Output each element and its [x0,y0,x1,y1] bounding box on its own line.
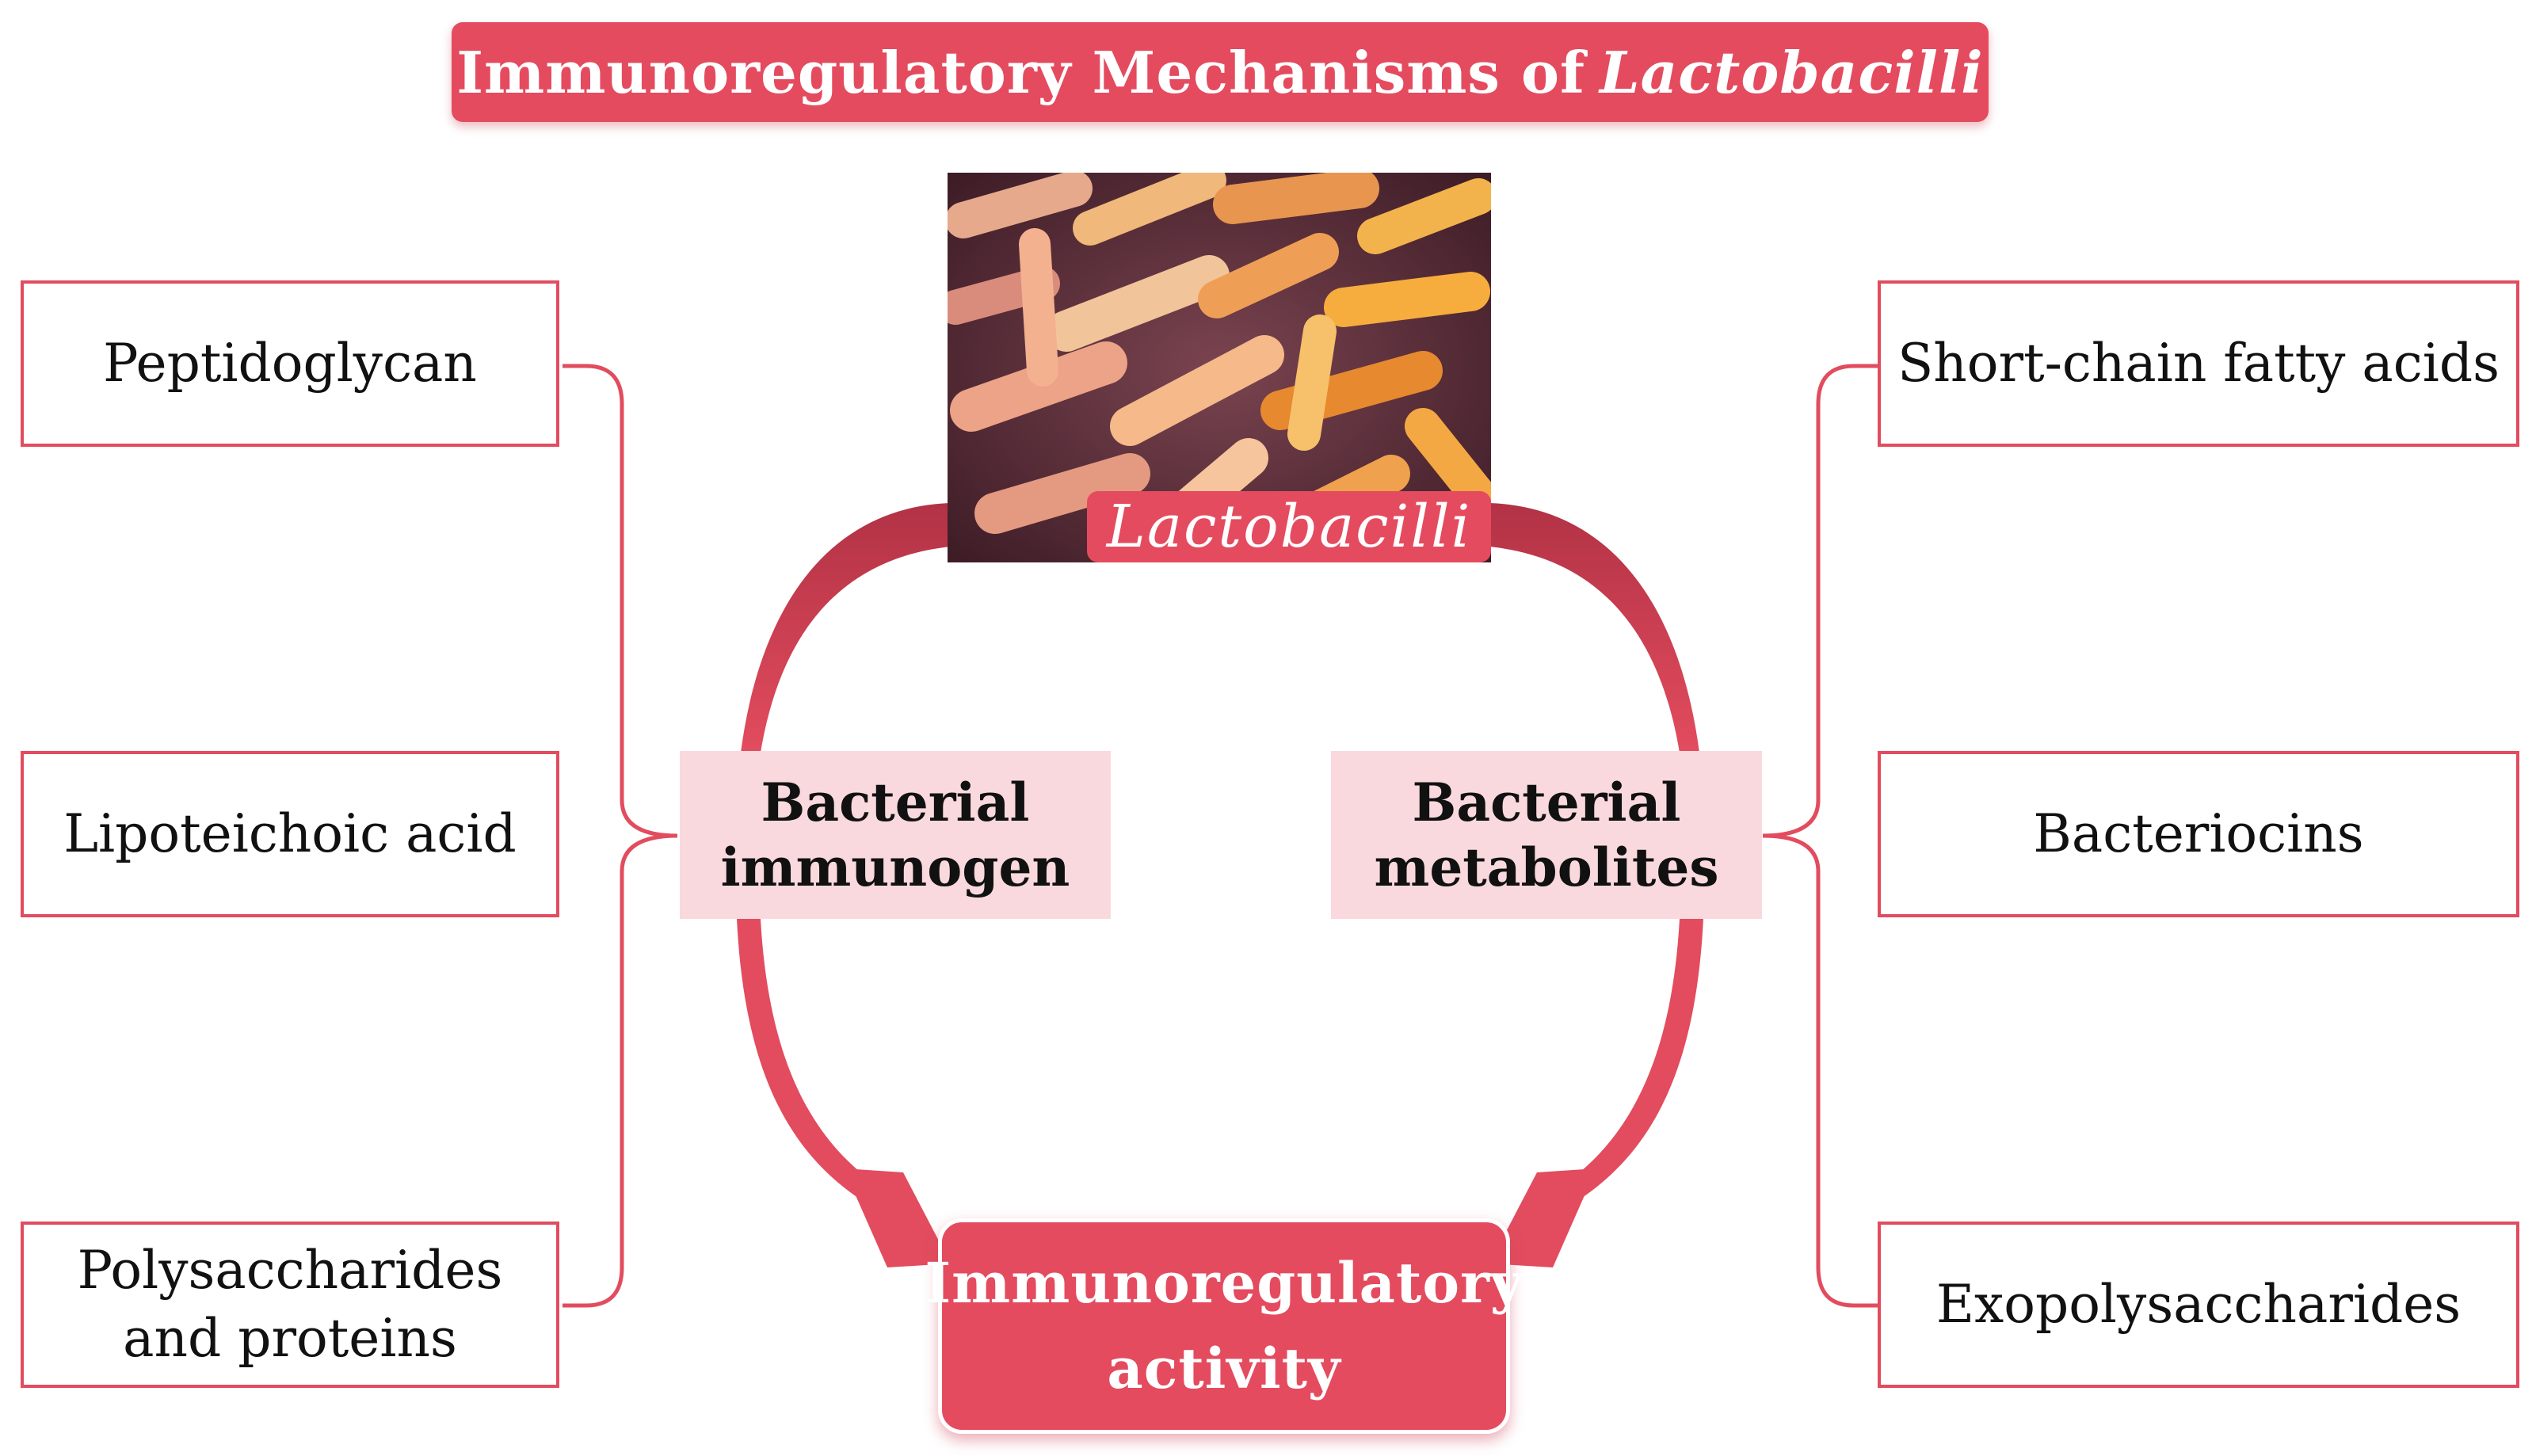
leaf-exopolysaccharides-text: Exopolysaccharides [1935,1274,2462,1336]
category-immunogen-line2: immunogen [720,837,1070,898]
leaf-bacteriocins-text: Bacteriocins [2033,803,2364,865]
leaf-polysaccharides-line2: and proteins [123,1308,457,1369]
leaf-short-chain-fatty-acids: Short-chain fatty acids [1878,280,2519,447]
leaf-short-chain-fatty-acids-text: Short-chain fatty acids [1897,333,2500,394]
organism-label: Lactobacilli [1087,491,1491,562]
right-bracket [1762,364,1878,1308]
arc-metabolites-to-result [1561,919,1703,1204]
leaf-lipoteichoic-acid-text: Lipoteichoic acid [63,803,517,865]
title-banner: Immunoregulatory Mechanisms of Lactobaci… [452,22,1989,122]
leaf-polysaccharides-proteins: Polysaccharides and proteins [21,1222,559,1388]
category-immunogen-line1: Bacterial [761,771,1030,833]
arc-organism-to-immunogen [741,503,951,753]
arc-immunogen-to-result [737,919,879,1204]
category-metabolites-line2: metabolites [1374,837,1719,898]
result-line2: activity [1107,1336,1341,1401]
leaf-bacteriocins: Bacteriocins [1878,751,2519,917]
category-bacterial-metabolites: Bacterial metabolites [1331,751,1762,919]
title-italic-text: Lactobacilli [1600,38,1984,106]
result-line1: Immunoregulatory [925,1249,1524,1316]
category-metabolites-line1: Bacterial [1412,771,1681,833]
arc-organism-to-metabolites [1489,503,1699,753]
leaf-peptidoglycan: Peptidoglycan [21,280,559,447]
leaf-polysaccharides-line1: Polysaccharides [77,1240,503,1302]
category-bacterial-immunogen: Bacterial immunogen [680,751,1111,919]
left-bracket [562,364,678,1308]
title-text: Immunoregulatory Mechanisms of [456,38,1586,106]
result-immunoregulatory-activity: Immunoregulatory activity [925,1218,1523,1434]
leaf-lipoteichoic-acid: Lipoteichoic acid [21,751,559,917]
leaf-peptidoglycan-text: Peptidoglycan [103,333,477,394]
arrowhead-left [844,1168,951,1267]
leaf-exopolysaccharides: Exopolysaccharides [1878,1222,2519,1388]
arrowhead-right [1489,1168,1596,1267]
